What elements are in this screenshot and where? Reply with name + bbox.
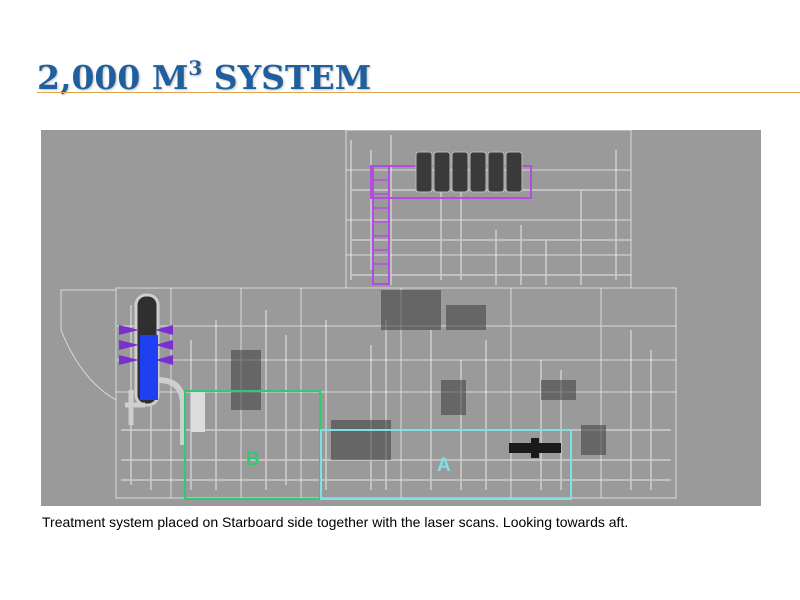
tank-bank bbox=[370, 151, 532, 285]
filter-unit bbox=[119, 293, 205, 445]
zone-a-label: A bbox=[437, 455, 451, 476]
slide-caption: Treatment system placed on Starboard sid… bbox=[42, 514, 629, 530]
zone-b-label: B bbox=[246, 449, 260, 470]
zone-a-pump bbox=[509, 438, 561, 458]
title-main: 2,000 M bbox=[37, 58, 189, 97]
title-rest: SYSTEM bbox=[202, 58, 372, 97]
laser-scan-image: B A bbox=[41, 130, 761, 506]
laser-scan-drawing: B A bbox=[60, 130, 677, 500]
zone-a-outline bbox=[320, 429, 572, 500]
slide-title: 2,000 M3 SYSTEM bbox=[37, 56, 371, 97]
scan-dark-speckle bbox=[231, 290, 606, 460]
title-superscript: 3 bbox=[188, 56, 203, 80]
title-underline bbox=[37, 92, 800, 93]
